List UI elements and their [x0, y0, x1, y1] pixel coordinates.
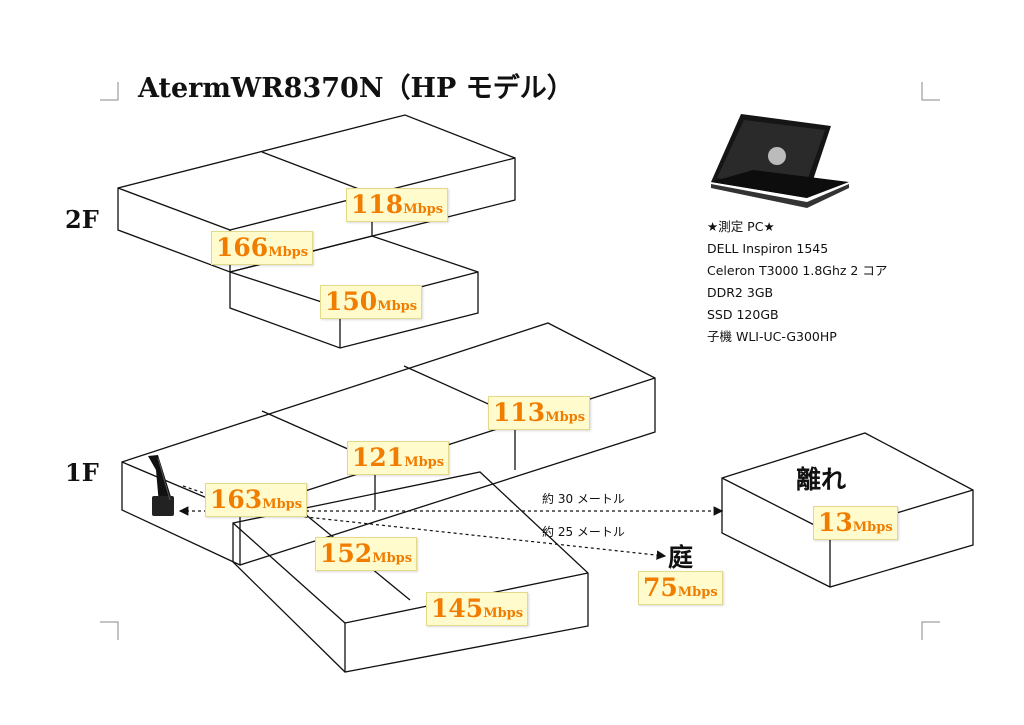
- annex-label: 離れ: [796, 460, 846, 496]
- pc-spec-line: 子機 WLI-UC-G300HP: [707, 326, 887, 348]
- garden-label: 庭: [668, 538, 693, 574]
- speed-value: 163: [210, 485, 262, 514]
- page-title: AtermWR8370N（HP モデル）: [138, 66, 574, 105]
- speed-value: 152: [320, 539, 372, 568]
- speed-value: 113: [493, 398, 545, 427]
- speed-unit: Mbps: [678, 585, 718, 600]
- speed-value: 13: [818, 508, 853, 537]
- pc-spec-line: DDR2 3GB: [707, 282, 887, 304]
- speed-label-1f-router-room: 163Mbps: [205, 483, 307, 517]
- speed-label-1f-back-right: 113Mbps: [488, 396, 590, 430]
- speed-unit: Mbps: [545, 410, 585, 425]
- pc-spec-block: ★測定 PC★ DELL Inspiron 1545 Celeron T3000…: [707, 216, 887, 348]
- speed-unit: Mbps: [483, 606, 523, 621]
- speed-value: 121: [352, 443, 404, 472]
- speed-value: 75: [643, 573, 678, 602]
- speed-label-2f-front: 150Mbps: [320, 285, 422, 319]
- floor-label-1f: 1F: [65, 458, 99, 487]
- speed-unit: Mbps: [377, 299, 417, 314]
- speed-unit: Mbps: [372, 551, 412, 566]
- speed-value: 145: [431, 594, 483, 623]
- speed-label-1f-front-left: 152Mbps: [315, 537, 417, 571]
- pc-spec-line: Celeron T3000 1.8Ghz 2 コア: [707, 260, 887, 282]
- speed-label-annex: 13Mbps: [813, 506, 898, 540]
- speed-unit: Mbps: [262, 497, 302, 512]
- speed-unit: Mbps: [404, 455, 444, 470]
- floor-2f-back-block: [118, 115, 515, 272]
- pc-spec-heading: ★測定 PC★: [707, 216, 887, 238]
- laptop-icon: [703, 112, 851, 212]
- router-icon: [148, 455, 174, 516]
- annex-distance-label: 約 30 メートル: [542, 490, 625, 507]
- pc-spec-line: SSD 120GB: [707, 304, 887, 326]
- floor-label-2f: 2F: [65, 205, 99, 234]
- speed-unit: Mbps: [403, 202, 443, 217]
- garden-distance-label: 約 25 メートル: [542, 523, 625, 540]
- speed-label-1f-back-middle: 121Mbps: [347, 441, 449, 475]
- speed-label-2f-back-right: 118Mbps: [346, 188, 448, 222]
- speed-label-garden: 75Mbps: [638, 571, 723, 605]
- pc-spec-line: DELL Inspiron 1545: [707, 238, 887, 260]
- speed-unit: Mbps: [853, 520, 893, 535]
- speed-unit: Mbps: [268, 245, 308, 260]
- speed-label-2f-back-left: 166Mbps: [211, 231, 313, 265]
- speed-label-1f-front-right: 145Mbps: [426, 592, 528, 626]
- speed-value: 150: [325, 287, 377, 316]
- speed-value: 118: [351, 190, 403, 219]
- speed-value: 166: [216, 233, 268, 262]
